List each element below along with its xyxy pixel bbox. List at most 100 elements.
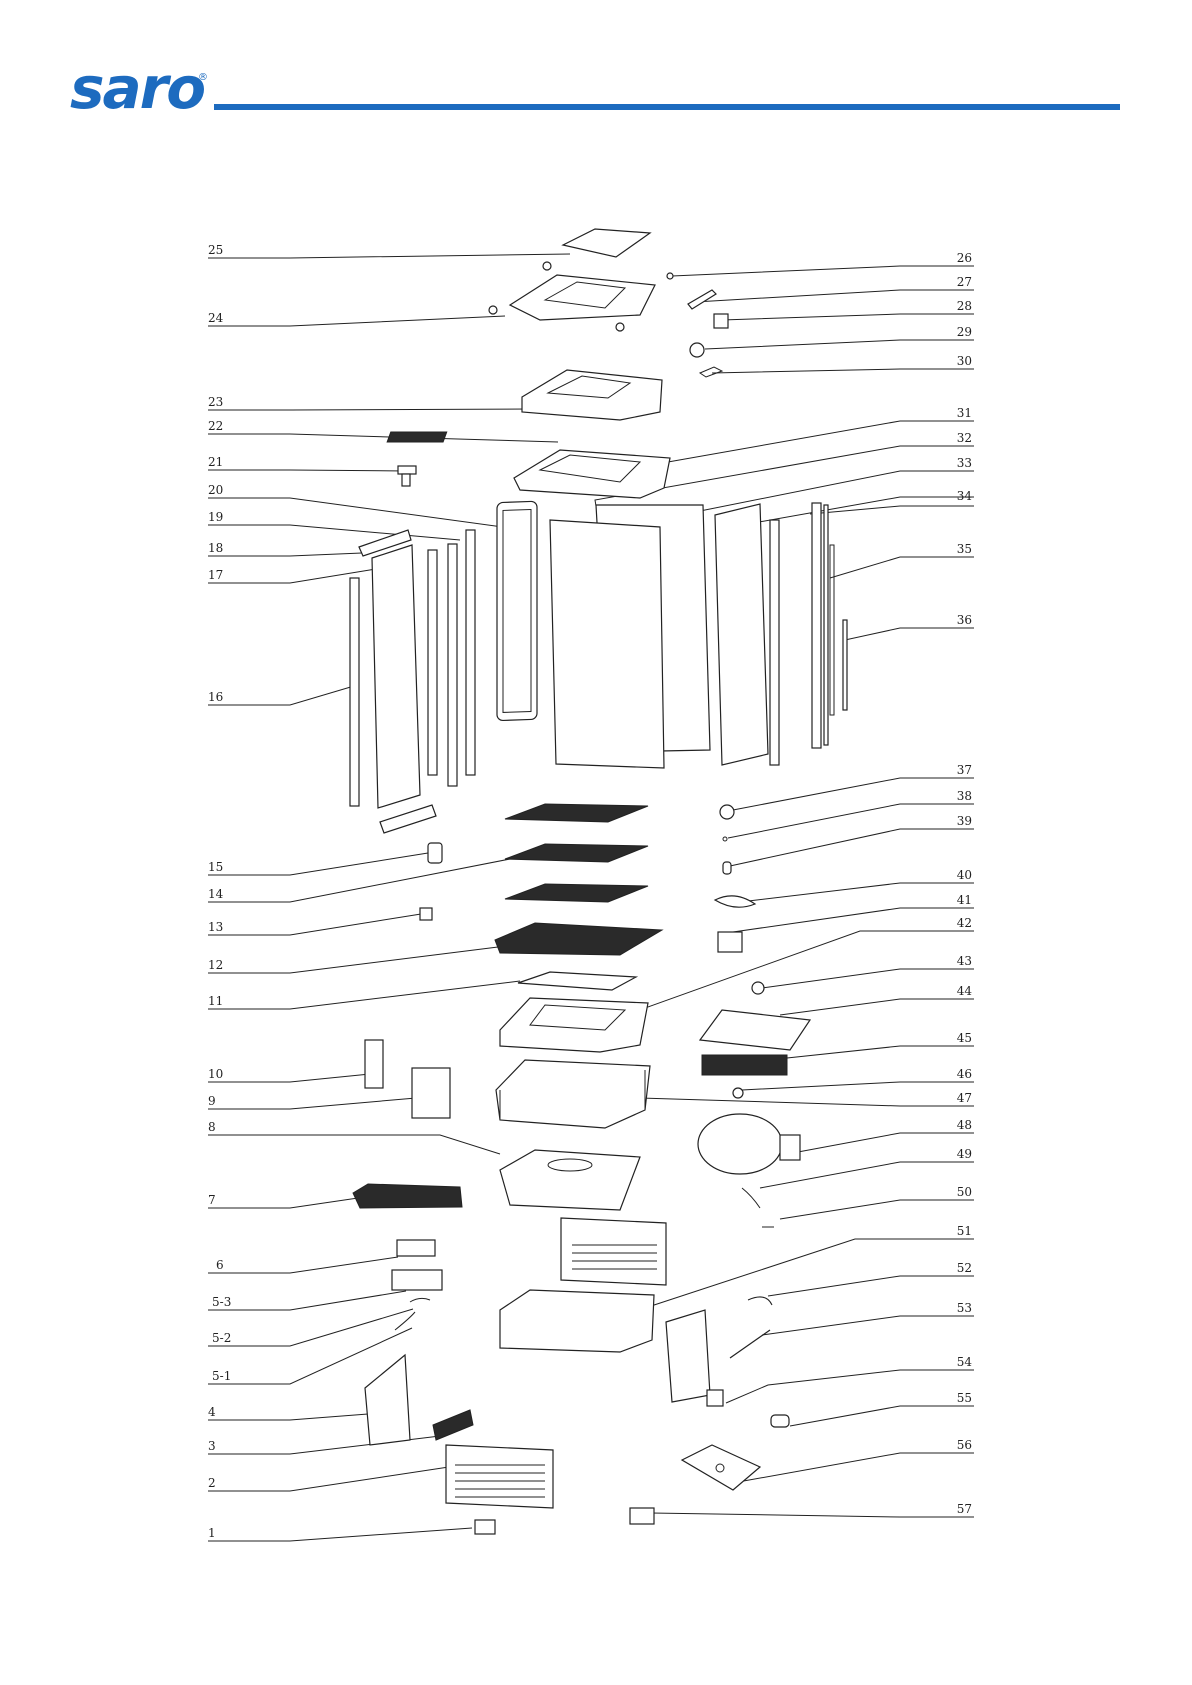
part-label: 48: [957, 1118, 972, 1132]
evaporator-housing: [500, 998, 648, 1052]
bracket-curve: [748, 1297, 772, 1305]
part-label: 52: [957, 1261, 972, 1275]
latch: [420, 908, 432, 920]
compressor-box: [780, 1135, 800, 1160]
part-label: 2: [208, 1476, 216, 1490]
part-label: 25: [208, 243, 223, 257]
part-label: 23: [208, 395, 223, 409]
wire: [395, 1312, 415, 1330]
part-label: 13: [208, 920, 223, 934]
part-label: 24: [208, 311, 224, 325]
part-label: 34: [957, 489, 973, 503]
pcb-board: [392, 1270, 442, 1290]
part-label: 35: [957, 542, 972, 556]
part-label: 49: [957, 1147, 972, 1161]
part-label: 5-1: [212, 1369, 231, 1383]
part-label: 44: [957, 984, 973, 998]
part-label: 28: [957, 299, 972, 313]
fan-motor: [718, 932, 742, 952]
front-louvre: [433, 1410, 473, 1440]
part-label: 55: [957, 1391, 972, 1405]
power-cord-plug: [707, 1390, 723, 1406]
part-label: 19: [208, 510, 223, 524]
part-label: 39: [957, 814, 972, 828]
capillary-tube: [730, 1330, 770, 1358]
insulation-plate: [700, 1010, 810, 1050]
part-label: 14: [208, 887, 224, 901]
part-label: 36: [957, 613, 972, 627]
lamp-cap: [720, 805, 734, 819]
door-panel: [372, 545, 420, 808]
part-label: 30: [957, 354, 972, 368]
part-label: 42: [957, 916, 972, 930]
hinge-pin: [688, 290, 716, 309]
part-label: 43: [957, 954, 972, 968]
part-label: 26: [957, 251, 972, 265]
registered-mark: ®: [198, 72, 208, 83]
part-label: 6: [216, 1258, 224, 1272]
louvre-grille: [353, 1184, 462, 1208]
inner-glass-panel: [550, 520, 664, 768]
bracket: [398, 466, 416, 474]
part-label: 3: [208, 1439, 216, 1453]
part-label: 10: [208, 1067, 223, 1081]
part-label: 45: [957, 1031, 972, 1045]
part-label: 4: [208, 1405, 216, 1419]
part-label: 56: [957, 1438, 972, 1452]
part-label: 5-2: [212, 1331, 231, 1345]
part-label: 41: [957, 893, 972, 907]
filter-grille: [387, 432, 447, 442]
compressor: [698, 1114, 782, 1174]
part-label: 27: [957, 275, 972, 289]
cover-sheet: [682, 1445, 760, 1490]
base-chassis: [500, 1290, 654, 1352]
side-rail: [350, 578, 359, 806]
part-label: 40: [957, 868, 972, 882]
evaporator: [495, 923, 662, 955]
part-label: 17: [208, 568, 223, 582]
top-cover-plate: [563, 229, 650, 257]
pipe: [742, 1188, 760, 1208]
part-label: 47: [957, 1091, 972, 1105]
cover-plate: [518, 972, 636, 990]
clip: [700, 367, 722, 377]
bottom-trim: [380, 805, 436, 833]
wire-shelf: [505, 844, 648, 862]
side-vent-panel: [365, 1355, 410, 1445]
part-label: 46: [957, 1067, 972, 1081]
front-grille: [446, 1445, 553, 1508]
frame-rail: [770, 520, 779, 765]
part-label: 11: [208, 994, 223, 1008]
relay-box: [397, 1240, 435, 1256]
bushing: [690, 343, 704, 357]
part-label: 37: [957, 763, 972, 777]
part-labels-left: 25 24 23 22 21 20 19 18 17 16 15 14 13 1…: [208, 243, 231, 1540]
base-tray: [496, 1060, 650, 1128]
wire-shelf: [505, 804, 648, 822]
part-label: 12: [208, 958, 223, 972]
top-frame: [510, 275, 655, 320]
part-label: 50: [957, 1185, 972, 1199]
part-label: 8: [208, 1120, 216, 1134]
thermostat: [630, 1508, 654, 1524]
switch-block: [714, 314, 728, 328]
part-label: 53: [957, 1301, 972, 1315]
part-label: 31: [957, 406, 972, 420]
part-label: 29: [957, 325, 972, 339]
part-label: 9: [208, 1094, 216, 1108]
screw: [723, 837, 727, 841]
part-label: 7: [208, 1193, 216, 1207]
brand-logo: saro ®: [70, 54, 208, 122]
part-label: 54: [957, 1355, 973, 1369]
rubber-foot: [733, 1088, 743, 1098]
header-rule: [214, 104, 1120, 110]
part-label: 18: [208, 541, 223, 555]
control-box: [412, 1068, 450, 1118]
part-label: 16: [208, 690, 223, 704]
part-label: 20: [208, 483, 223, 497]
part-label: 38: [957, 789, 972, 803]
part-label: 22: [208, 419, 223, 433]
fan-blade: [715, 896, 755, 907]
wire-shelf: [505, 884, 648, 902]
